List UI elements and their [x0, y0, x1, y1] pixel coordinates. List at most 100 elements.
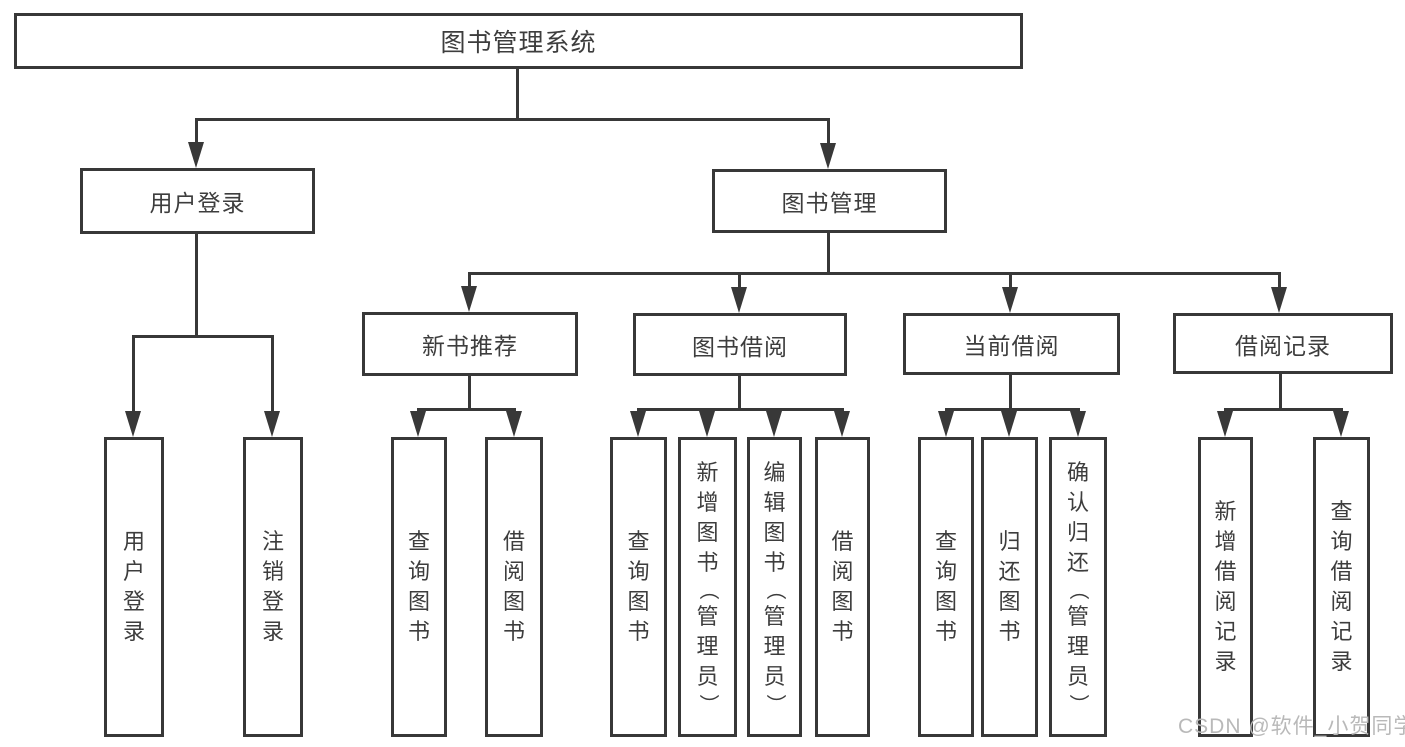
vertical-char: 新 [1214, 499, 1237, 524]
arrowhead-down-icon [1002, 287, 1018, 313]
vertical-char: 阅 [1330, 589, 1353, 614]
vertical-char: 编 [763, 460, 786, 485]
vertical-char: 阅 [831, 559, 854, 584]
vertical-char: 录 [1214, 649, 1237, 674]
vertical-char: 借 [1214, 559, 1237, 584]
vertical-char: 登 [122, 589, 145, 614]
vertical-char: 书 [831, 619, 854, 644]
vertical-char: 书 [502, 619, 525, 644]
connector-line [1279, 374, 1282, 411]
vertical-char: 户 [122, 559, 145, 584]
leaf-logout: 注销登录 [243, 437, 303, 737]
vertical-char: 书 [763, 550, 786, 575]
vertical-char: 查 [934, 529, 957, 554]
arrowhead-down-icon [731, 287, 747, 313]
vertical-char: 书 [696, 550, 719, 575]
arrowhead-down-icon [630, 411, 646, 437]
vertical-char: 图 [763, 520, 786, 545]
arrowhead-down-icon [410, 411, 426, 437]
vertical-char: 书 [407, 619, 430, 644]
connector-line [132, 335, 274, 338]
node-user-login: 用户登录 [80, 168, 315, 234]
node-library-management-system: 图书管理系统 [14, 13, 1023, 69]
vertical-char: 注 [261, 529, 284, 554]
connector-line [195, 234, 198, 338]
vertical-char: 理 [1066, 634, 1089, 659]
vertical-char: 图 [407, 589, 430, 614]
node-borrow-records: 借阅记录 [1173, 313, 1393, 374]
arrowhead-down-icon [1217, 411, 1233, 437]
connector-line [637, 408, 843, 411]
leaf-current-confirm-return-admin: 确认归还（管理员） [1049, 437, 1107, 737]
arrowhead-down-icon [125, 411, 141, 437]
leaf-records-query-borrow-record: 查询借阅记录 [1313, 437, 1370, 737]
leaf-current-query-books: 查询图书 [918, 437, 974, 737]
vertical-char: 借 [831, 529, 854, 554]
arrowhead-down-icon [461, 286, 477, 312]
vertical-char: 员 [1066, 664, 1089, 689]
vertical-char: 询 [627, 559, 650, 584]
vertical-char: 录 [122, 619, 145, 644]
arrowhead-down-icon [938, 411, 954, 437]
vertical-char: ） [1067, 694, 1089, 714]
vertical-char: 管 [696, 604, 719, 629]
vertical-char: 询 [407, 559, 430, 584]
vertical-char: 理 [696, 634, 719, 659]
connector-line [1278, 272, 1281, 290]
connector-line [468, 272, 471, 290]
arrowhead-down-icon [766, 411, 782, 437]
vertical-char: 书 [998, 619, 1021, 644]
vertical-char: 用 [122, 529, 145, 554]
leaf-borrow-add-books-admin: 新增图书（管理员） [678, 437, 737, 737]
arrowhead-down-icon [820, 143, 836, 169]
vertical-char: 书 [627, 619, 650, 644]
arrowhead-down-icon [834, 411, 850, 437]
vertical-char: 还 [998, 559, 1021, 584]
connector-line [827, 118, 830, 145]
connector-line [468, 376, 471, 411]
connector-line [1009, 272, 1012, 290]
vertical-char: 管 [763, 604, 786, 629]
vertical-char: 新 [696, 460, 719, 485]
vertical-char: 阅 [502, 559, 525, 584]
vertical-char: 录 [261, 619, 284, 644]
vertical-char: 书 [934, 619, 957, 644]
vertical-char: 员 [696, 664, 719, 689]
leaf-user-login: 用户登录 [104, 437, 164, 737]
connector-line [945, 408, 1079, 411]
vertical-char: 录 [1330, 649, 1353, 674]
vertical-char: 归 [998, 529, 1021, 554]
vertical-char: 还 [1066, 550, 1089, 575]
node-current-borrow: 当前借阅 [903, 313, 1120, 375]
arrowhead-down-icon [506, 411, 522, 437]
connector-line [468, 272, 1281, 275]
vertical-char: 查 [1330, 499, 1353, 524]
vertical-char: 图 [696, 520, 719, 545]
connector-line [417, 408, 516, 411]
vertical-char: 登 [261, 589, 284, 614]
vertical-char: 记 [1330, 619, 1353, 644]
vertical-char: 归 [1066, 520, 1089, 545]
vertical-char: 记 [1214, 619, 1237, 644]
connector-line [1224, 408, 1342, 411]
vertical-char: 询 [934, 559, 957, 584]
leaf-current-return-books: 归还图书 [981, 437, 1038, 737]
vertical-char: 图 [998, 589, 1021, 614]
vertical-char: 借 [1330, 559, 1353, 584]
connector-line [271, 335, 274, 413]
vertical-char: 辑 [763, 490, 786, 515]
vertical-char: 认 [1066, 490, 1089, 515]
vertical-char: （ [763, 580, 786, 600]
vertical-char: （ [1067, 580, 1089, 600]
vertical-char: 图 [831, 589, 854, 614]
arrowhead-down-icon [264, 411, 280, 437]
vertical-char: 管 [1066, 604, 1089, 629]
vertical-char: （ [696, 580, 719, 600]
connector-line [132, 335, 135, 413]
vertical-char: 增 [1214, 529, 1237, 554]
vertical-char: 询 [1330, 529, 1353, 554]
connector-line [738, 376, 741, 411]
connector-line [195, 118, 830, 121]
vertical-char: 员 [763, 664, 786, 689]
